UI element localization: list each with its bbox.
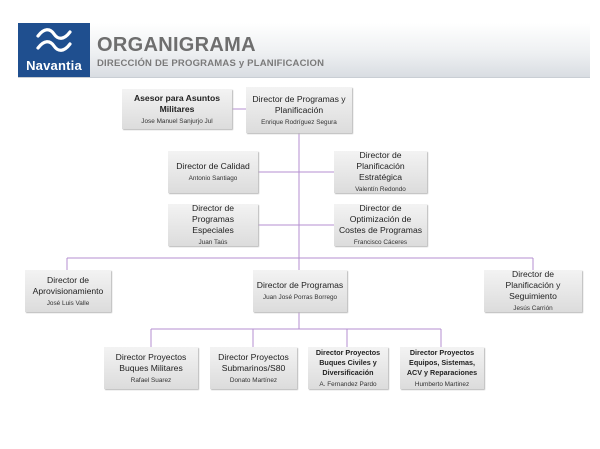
node-person: José Luis Valle — [46, 299, 90, 307]
node-title: Director de Calidad — [176, 161, 250, 171]
navantia-logo: Navantia — [18, 23, 90, 77]
node-title: Director Proyectos Submarinos/S80 — [218, 351, 289, 373]
node-director-programas-especiales: Director de Programas Especiales Juan Ta… — [168, 203, 258, 246]
node-title: Director de Aprovisionamiento — [32, 274, 104, 296]
header-banner — [18, 23, 590, 78]
wave-logo-icon — [36, 28, 72, 52]
node-title: Director de Programas Especiales — [191, 203, 235, 235]
node-title: Director Proyectos Buques Civiles y Dive… — [315, 347, 381, 377]
page-subtitle: DIRECCIÓN DE PROGRAMAS y PLANIFICACION — [97, 58, 325, 69]
logo-text: Navantia — [26, 58, 82, 73]
node-proyectos-buques-militares: Director Proyectos Buques Militares Rafa… — [104, 347, 198, 389]
node-title: Director de Programas — [256, 280, 344, 290]
node-title: Director de Programas y Planificación — [252, 93, 346, 115]
node-proyectos-equipos-sistemas: Director Proyectos Equipos, Sistemas, AC… — [400, 347, 484, 389]
node-title: Asesor para Asuntos Militares — [133, 92, 221, 114]
node-director-programas: Director de Programas Juan José Porras B… — [253, 270, 347, 312]
node-title: Director de Planificación y Seguimiento — [505, 269, 561, 301]
node-person: Enrique Rodríguez Segura — [261, 118, 337, 126]
node-title: Director de Optimización de Costes de Pr… — [338, 203, 423, 235]
node-person: Francisco Cáceres — [353, 239, 408, 246]
node-person: Valentín Redondo — [355, 186, 406, 193]
node-director-programas-planificacion: Director de Programas y Planificación En… — [246, 87, 352, 133]
node-person: Donato Martínez — [229, 376, 278, 384]
node-person: Jesús Carrión — [513, 305, 553, 312]
node-person: Humberto Martinez — [414, 380, 470, 388]
node-title: Director Proyectos Equipos, Sistemas, AC… — [406, 347, 478, 377]
node-person: Jose Manuel Sanjurjo Jul — [141, 117, 213, 125]
node-person: A. Fernandez Pardo — [319, 380, 377, 388]
node-title: Director Proyectos Buques Militares — [115, 351, 187, 373]
node-person: Juan Taús — [198, 239, 228, 246]
node-person: Rafael Suarez — [130, 376, 172, 384]
node-title: Director de Planificación Estratégica — [356, 150, 405, 182]
page-title: ORGANIGRAMA — [97, 34, 256, 56]
node-person: Antonio Santiago — [188, 175, 238, 182]
node-proyectos-submarinos: Director Proyectos Submarinos/S80 Donato… — [210, 347, 297, 389]
node-director-optimizacion-costes: Director de Optimización de Costes de Pr… — [334, 203, 427, 246]
node-proyectos-buques-civiles: Director Proyectos Buques Civiles y Dive… — [308, 347, 388, 389]
node-director-aprovisionamiento: Director de Aprovisionamiento José Luis … — [25, 270, 111, 312]
node-director-calidad: Director de Calidad Antonio Santiago — [168, 151, 258, 193]
node-director-planificacion-estrategica: Director de Planificación Estratégica Va… — [334, 150, 427, 193]
node-person: Juan José Porras Borrego — [262, 294, 338, 301]
node-asesor-asuntos-militares: Asesor para Asuntos Militares Jose Manue… — [122, 89, 232, 129]
node-director-planificacion-seguimiento: Director de Planificación y Seguimiento … — [484, 269, 582, 312]
